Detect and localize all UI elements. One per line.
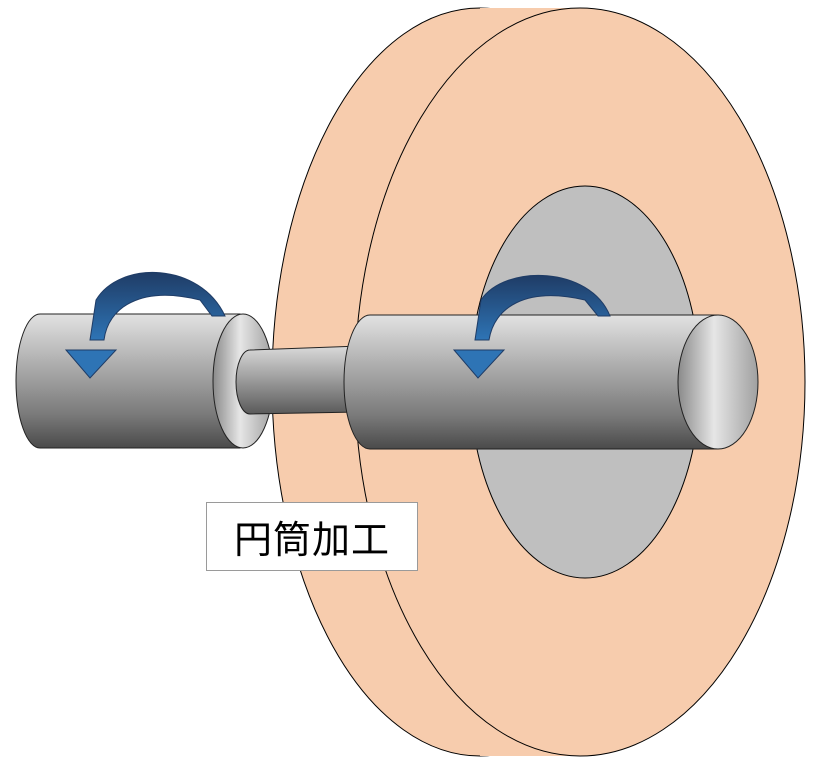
curved-arrow-icon	[452, 274, 611, 379]
workpiece-neck	[235, 345, 361, 415]
diagram-label: 円筒加工	[206, 502, 418, 571]
workpiece-right-cylinder	[343, 314, 759, 450]
workpiece-right-end-face	[677, 314, 759, 450]
workpiece-left-cylinder	[15, 313, 274, 449]
curved-arrow-icon	[64, 272, 226, 379]
